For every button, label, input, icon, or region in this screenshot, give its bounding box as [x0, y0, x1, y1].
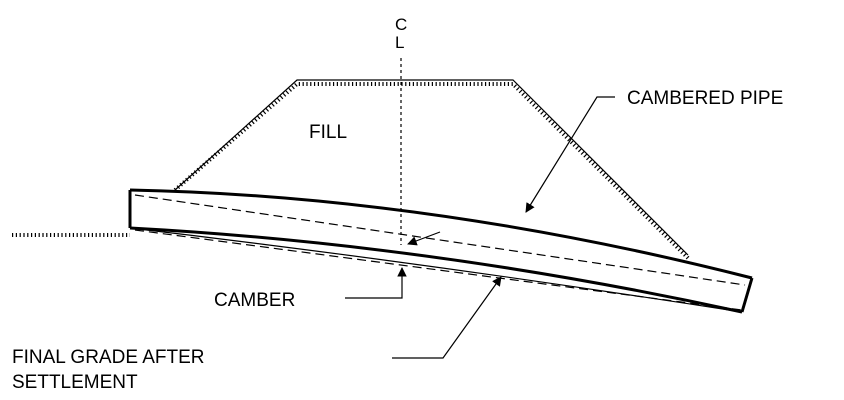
- cambered-pipe-label: CAMBERED PIPE: [627, 88, 783, 109]
- embankment-outline: [173, 82, 690, 260]
- fill-label: FILL: [309, 122, 347, 143]
- leader-camber: [345, 267, 407, 299]
- final-grade-label-line1: FINAL GRADE AFTER: [12, 347, 205, 368]
- cambered-pipe-top: [129, 188, 753, 280]
- final-grade-label-line2: SETTLEMENT: [12, 372, 138, 393]
- centerline-l-label: L: [395, 33, 404, 52]
- centerline-c-label: C: [395, 15, 407, 34]
- embankment-outline-edge: [174, 79, 689, 256]
- design-pipe-top-dashed: [134, 194, 746, 286]
- final-grade-line: [129, 227, 743, 313]
- leader-cambered-pipe: [525, 96, 615, 213]
- cambered-pipe-bottom: [129, 226, 743, 314]
- pipe-right-end: [740, 277, 754, 313]
- camber-label: CAMBER: [214, 290, 295, 311]
- leader-final-grade: [392, 276, 502, 359]
- leader-invert: [407, 231, 441, 246]
